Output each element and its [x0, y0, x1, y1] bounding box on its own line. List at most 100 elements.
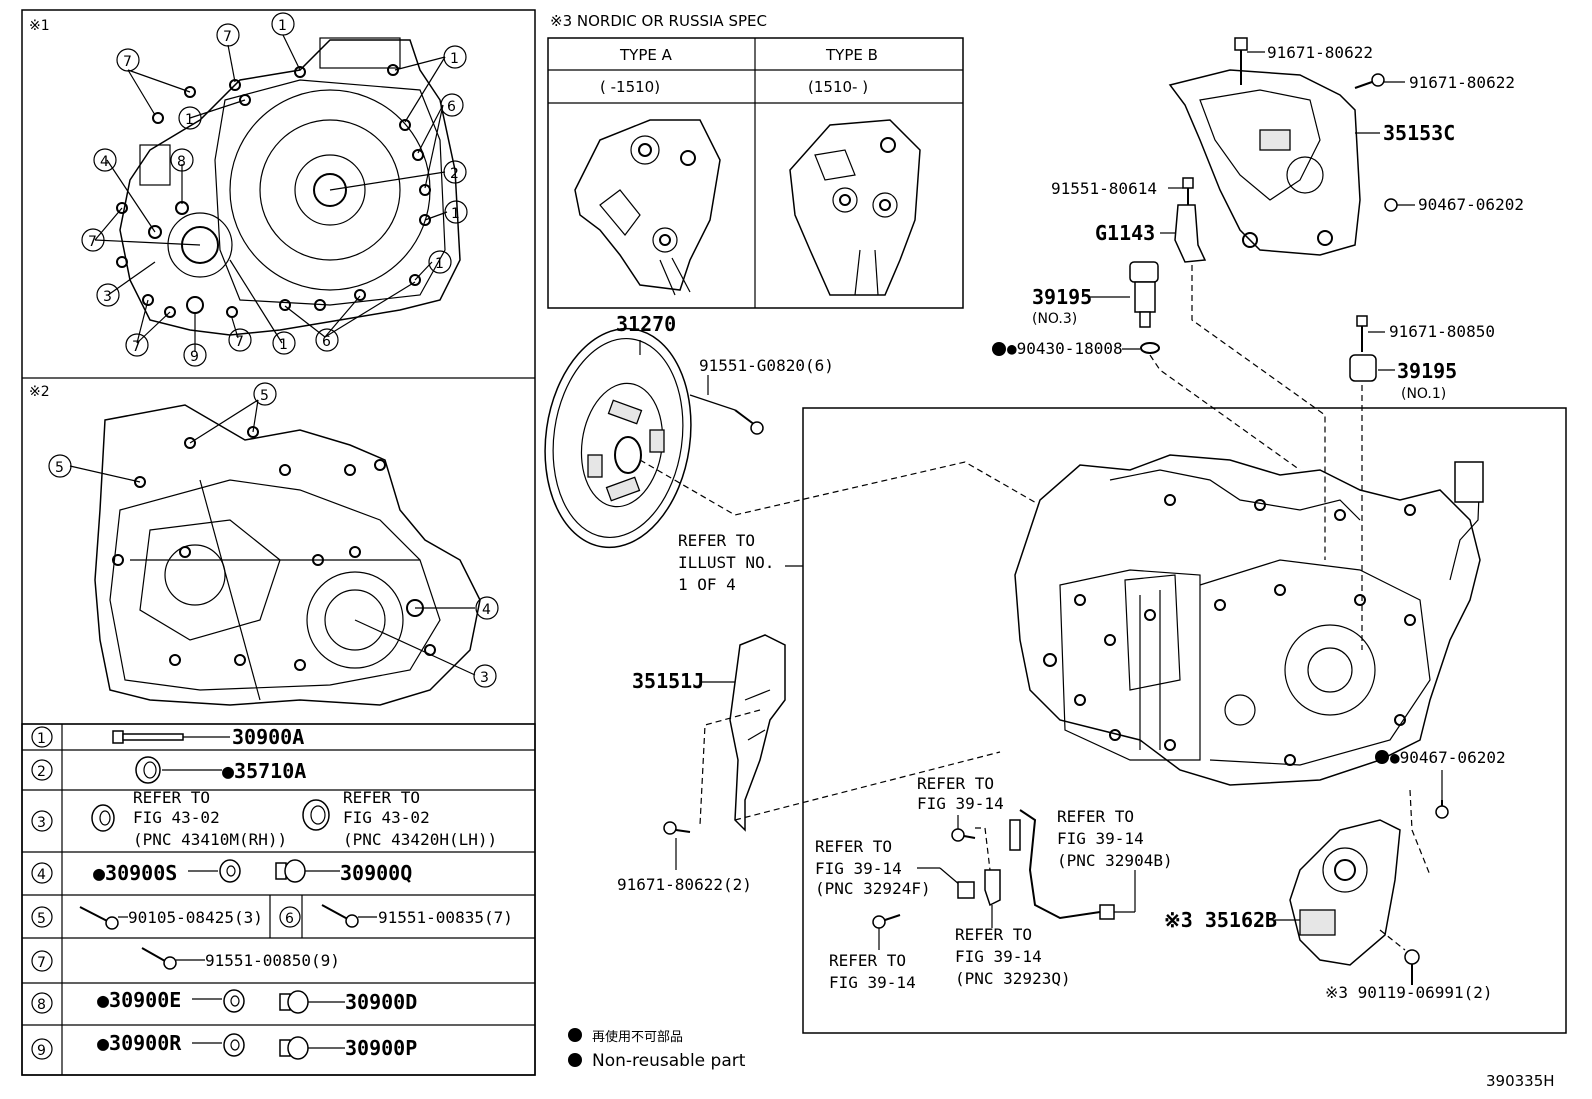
svg-text:7: 7: [235, 334, 244, 350]
svg-text:7: 7: [37, 955, 46, 971]
clip-32924f: [957, 881, 975, 899]
callout-9: 9: [183, 343, 207, 367]
svg-text:5: 5: [37, 911, 46, 927]
part-91551-00850: 91551-00850(9): [205, 951, 340, 970]
svg-text:4: 4: [482, 602, 491, 618]
refer-3914-b-1: REFER TO: [1057, 807, 1134, 826]
part-91551-00835: 91551-00835(7): [378, 908, 513, 927]
callout-8: 8: [170, 148, 194, 172]
speed-sensor-wire: [1009, 809, 1115, 920]
svg-text:(PNC 43410M(RH)): (PNC 43410M(RH)): [133, 830, 287, 849]
callout-1: 1: [178, 106, 202, 130]
refer-illust-3: 1 OF 4: [678, 575, 736, 594]
cover-35162b: [1289, 819, 1401, 966]
legend-row-5: 5 90105-08425(3): [31, 906, 263, 930]
svg-text:REFER TO: REFER TO: [343, 788, 420, 807]
nordic-title: ※3 NORDIC OR RUSSIA SPEC: [550, 12, 767, 30]
callout-1: 1: [428, 250, 452, 274]
diagram-id: 390335H: [1486, 1072, 1555, 1090]
callout-5: 5: [253, 382, 277, 406]
part-39195-a: 39195: [1032, 285, 1092, 309]
bolt-91671-80850: [1356, 315, 1368, 352]
refer-3914-e-1: REFER TO: [955, 925, 1032, 944]
refer-illust-2: ILLUST NO.: [678, 553, 774, 572]
svg-text:4: 4: [100, 154, 109, 170]
callout-3: 3: [96, 283, 120, 307]
bolt-91671-80622-side: [1354, 73, 1385, 89]
svg-text:FIG 43-02: FIG 43-02: [343, 808, 430, 827]
clutch-disc: [544, 327, 692, 549]
part-39195-b: 39195: [1397, 359, 1457, 383]
svg-text:REFER TO: REFER TO: [133, 788, 210, 807]
bolt-91671-80622-2: [663, 821, 691, 835]
part-90105-08425: 90105-08425(3): [128, 908, 263, 927]
legend-row-2: 2 ●35710A: [31, 756, 306, 784]
note-bullet-en: [568, 1053, 582, 1067]
non-reusable-mark: [992, 342, 1006, 356]
refer-3914-a-1: REFER TO: [917, 774, 994, 793]
svg-text:6: 6: [285, 911, 294, 927]
part-35153c: 35153C: [1383, 121, 1455, 145]
svg-text:1: 1: [278, 18, 287, 34]
non-reusable-mark: [1375, 750, 1389, 764]
panel2-mark: ※2: [29, 384, 50, 400]
callout-7: 7: [81, 228, 105, 252]
bracket-35153c: [1168, 69, 1361, 256]
refer-3914-e-2: FIG 39-14: [955, 947, 1042, 966]
note-cn: 再使用不可部品: [592, 1029, 683, 1045]
legend-row-7: 7 91551-00850(9): [31, 947, 340, 972]
svg-text:6: 6: [322, 334, 331, 350]
callout-1: 1: [272, 331, 296, 355]
transaxle-bolts: [1043, 494, 1416, 766]
part-90430-18008: ●90430-18008: [1007, 339, 1123, 358]
type-b-label: TYPE B: [825, 46, 878, 64]
svg-text:9: 9: [37, 1043, 46, 1059]
case-front-leaders: [94, 34, 448, 352]
refer-3914-d-1: REFER TO: [829, 951, 906, 970]
callout-4: 4: [475, 596, 499, 620]
bracket-g1143: [1174, 204, 1207, 263]
svg-text:2: 2: [450, 166, 459, 182]
type-a-label: TYPE A: [619, 46, 673, 64]
legend-row-6: 6 91551-00835(7): [279, 904, 513, 928]
svg-text:1: 1: [450, 51, 459, 67]
svg-text:FIG 43-02: FIG 43-02: [133, 808, 220, 827]
bracket-32923q: [984, 869, 1001, 907]
legend-table-grid: [21, 723, 536, 1076]
callout-6: 6: [315, 328, 339, 352]
svg-text:7: 7: [223, 29, 232, 45]
svg-text:7: 7: [123, 54, 132, 70]
part-30900d: 30900D: [345, 990, 417, 1014]
callout-1: 1: [443, 45, 467, 69]
case-front-view: [119, 37, 461, 336]
svg-text:7: 7: [88, 234, 97, 250]
gasket-90430-18008: [1140, 342, 1160, 354]
part-30900p: 30900P: [345, 1036, 417, 1060]
type-b-range: (1510- ): [808, 78, 868, 96]
svg-text:1: 1: [435, 256, 444, 272]
svg-text:3: 3: [103, 289, 112, 305]
main-assembly-frame: [802, 407, 1567, 1034]
svg-text:(PNC 43420H(LH)): (PNC 43420H(LH)): [343, 830, 497, 849]
note-en: Non-reusable part: [592, 1051, 746, 1071]
refer-3914-e-3: (PNC 32923Q): [955, 969, 1071, 988]
svg-text:3: 3: [37, 815, 46, 831]
panel1-callouts: 7 7 1 1 6 2 1 1 4 8 7 3 7 9 7 1 6 7 1: [81, 12, 468, 367]
part-30900s: ●30900S: [93, 861, 177, 885]
bolt-91551-80614: [1182, 177, 1194, 205]
callout-7: 7: [125, 333, 149, 357]
callout-6: 6: [440, 93, 464, 117]
svg-text:4: 4: [37, 867, 46, 883]
case-rear-bolts: [112, 426, 436, 671]
svg-text:5: 5: [55, 460, 64, 476]
part-91551-80614: 91551-80614: [1051, 179, 1157, 198]
refer-3914-d-2: FIG 39-14: [829, 973, 916, 992]
part-30900e: ●30900E: [97, 988, 181, 1012]
svg-text:1: 1: [37, 731, 46, 747]
part-91551-g0820: 91551-G0820(6): [699, 356, 834, 375]
refer-3914-c-3: (PNC 32924F): [815, 879, 931, 898]
panel1-mark: ※1: [29, 18, 50, 34]
legend-row-8: 8 ●30900E 30900D: [31, 988, 417, 1014]
legend-row-4: 4 ●30900S 30900Q: [31, 859, 412, 885]
svg-text:7: 7: [132, 339, 141, 355]
